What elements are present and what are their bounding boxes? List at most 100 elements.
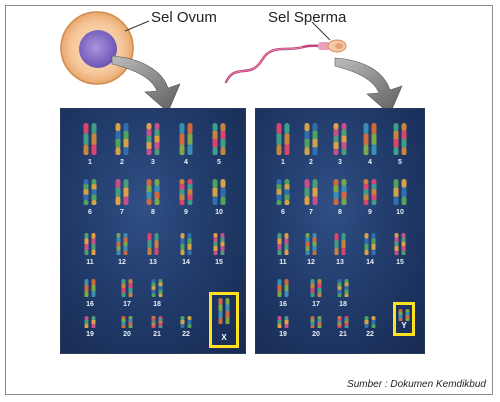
chromosome-shape (364, 316, 376, 329)
ovum-label-pointer (124, 20, 150, 32)
chromosome-pair (212, 179, 226, 210)
chromosome-shape (276, 123, 290, 156)
chromosome-pair (337, 315, 349, 333)
chromosome-pair (310, 279, 322, 302)
chromosome-shape (180, 316, 192, 329)
chromosome-number: 4 (368, 159, 372, 166)
chromosome-shape (337, 279, 349, 298)
chromosome-number: 7 (120, 209, 124, 216)
chromosome-number: 10 (396, 209, 404, 216)
sex-chromosome-shape (398, 309, 410, 322)
chromosome-shape (83, 179, 97, 206)
ovum-label: Sel Ovum (151, 9, 217, 26)
chromosome-number: 13 (149, 259, 157, 266)
chromosome-shape (213, 233, 225, 256)
chromosome-pair (146, 179, 160, 210)
chromosome-shape (363, 179, 377, 206)
chromosome-pair (364, 315, 376, 333)
chromosome-pair (147, 233, 159, 260)
chromosome-number: 16 (279, 301, 287, 308)
chromosome-number: 13 (336, 259, 344, 266)
chromosome-number: 20 (312, 331, 320, 338)
chromosome-pair (393, 179, 407, 210)
chromosome-shape (180, 233, 192, 256)
chromosome-shape (334, 233, 346, 256)
chromosome-shape (364, 233, 376, 256)
sex-chromosome-shape (218, 298, 230, 325)
arrow-icon (111, 55, 181, 113)
chromosome-number: 4 (184, 159, 188, 166)
chromosome-shape (305, 233, 317, 256)
chromosome-pair (115, 123, 129, 160)
chromosome-pair (179, 179, 193, 210)
chromosome-number: 12 (118, 259, 126, 266)
chromosome-shape (212, 179, 226, 206)
chromosome-pair (305, 233, 317, 260)
sperm-label: Sel Sperma (268, 9, 347, 26)
chromosome-number: 3 (151, 159, 155, 166)
chromosome-number: 15 (215, 259, 223, 266)
chromosome-pair (277, 279, 289, 302)
chromosome-number: 14 (182, 259, 190, 266)
chromosome-shape (147, 233, 159, 256)
chromosome-pair (151, 315, 163, 333)
chromosome-shape (310, 316, 322, 329)
chromosome-shape (212, 123, 226, 156)
chromosome-shape (277, 279, 289, 298)
sex-chromosome (398, 308, 410, 326)
sperm-cell-icon (224, 39, 347, 84)
chromosome-shape (179, 179, 193, 206)
chromosome-number: 9 (368, 209, 372, 216)
chromosome-number: 22 (182, 331, 190, 338)
chromosome-number: 19 (86, 331, 94, 338)
chromosome-number: 6 (281, 209, 285, 216)
chromosome-shape (310, 279, 322, 298)
chromosome-pair (151, 279, 163, 302)
chromosome-shape (121, 279, 133, 298)
chromosome-shape (115, 123, 129, 156)
chromosome-shape (115, 179, 129, 206)
chromosome-number: 1 (88, 159, 92, 166)
chromosome-pair (277, 315, 289, 333)
chromosome-number: 2 (309, 159, 313, 166)
chromosome-number: 6 (88, 209, 92, 216)
chromosome-pair (337, 279, 349, 302)
chromosome-shape (84, 233, 96, 256)
ovum-cell-icon (60, 11, 134, 85)
source-caption: Sumber : Dokumen Kemdikbud (347, 379, 486, 390)
chromosome-shape (337, 316, 349, 329)
chromosome-number: 10 (215, 209, 223, 216)
chromosome-pair (276, 123, 290, 160)
chromosome-number: 11 (279, 259, 287, 266)
chromosome-pair (121, 279, 133, 302)
sex-chromosome-highlight (393, 302, 415, 336)
chromosome-number: 8 (151, 209, 155, 216)
chromosome-shape (304, 123, 318, 156)
chromosome-pair (121, 315, 133, 333)
chromosome-pair (333, 123, 347, 160)
sex-chromosome-label: Y (401, 321, 407, 330)
chromosome-number: 5 (217, 159, 221, 166)
chromosome-number: 7 (309, 209, 313, 216)
chromosome-shape (84, 316, 96, 329)
chromosome-shape (83, 123, 97, 156)
chromosome-pair (83, 123, 97, 160)
chromosome-pair (115, 179, 129, 210)
chromosome-pair (83, 179, 97, 210)
chromosome-pair (116, 233, 128, 260)
sperm-label-pointer (311, 21, 331, 41)
chromosome-number: 19 (279, 331, 287, 338)
chromosome-shape (277, 316, 289, 329)
chromosome-shape (393, 123, 407, 156)
chromosome-number: 20 (123, 331, 131, 338)
chromosome-shape (179, 123, 193, 156)
chromosome-number: 11 (86, 259, 94, 266)
chromosome-shape (116, 233, 128, 256)
chromosome-shape (393, 179, 407, 206)
chromosome-shape (276, 179, 290, 206)
chromosome-pair (180, 233, 192, 260)
chromosome-number: 15 (396, 259, 404, 266)
